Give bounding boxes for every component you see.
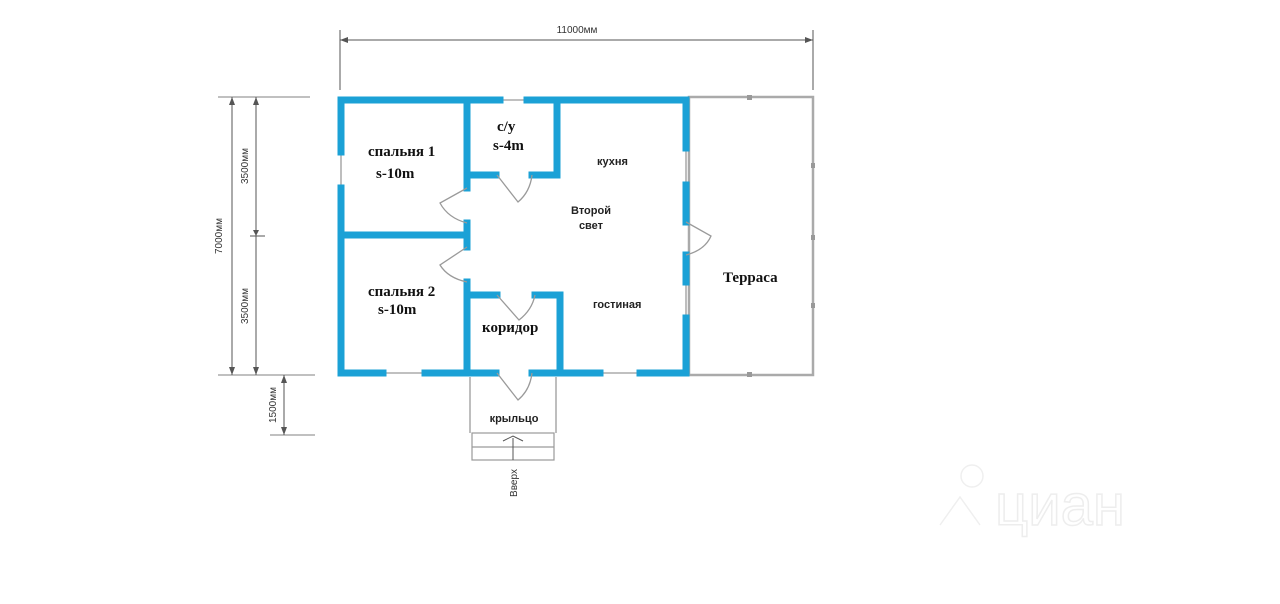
second-light-label-2: свет — [579, 220, 604, 232]
living-room-label: гостиная — [593, 299, 641, 311]
porch-label: крыльцо — [490, 413, 539, 425]
watermark-text: циан — [995, 473, 1125, 538]
kitchen-label: кухня — [597, 156, 628, 168]
corridor-label: коридор — [482, 320, 538, 336]
stairs-up-label: Вверх — [509, 469, 520, 497]
terrace-label: Терраса — [723, 270, 778, 286]
depth-dimensions: 7000мм 3500мм 3500мм 1500мм — [214, 96, 315, 436]
corridor-door — [496, 294, 536, 321]
bedroom2-door — [439, 246, 468, 283]
bathroom-label: с/у — [497, 119, 516, 135]
bedroom1-door — [439, 187, 468, 224]
bedroom1-label: спальня 1 — [368, 144, 435, 160]
porch-depth-label: 1500мм — [268, 387, 279, 423]
total-depth-label: 7000мм — [214, 218, 225, 254]
bottom-half-depth-label: 3500мм — [240, 288, 251, 324]
cian-watermark: циан — [939, 464, 1126, 539]
top-half-depth-label: 3500мм — [240, 148, 251, 184]
doors — [439, 174, 712, 401]
bedroom1-area: s-10m — [376, 166, 415, 182]
terrace-door — [685, 221, 712, 256]
entrance-door — [496, 372, 533, 401]
bedroom2-label: спальня 2 — [368, 284, 435, 300]
porch: Вверх крыльцо — [469, 377, 557, 497]
window-lines — [340, 99, 687, 374]
stairs-arrow-icon — [502, 435, 524, 442]
bathroom-area: s-4m — [493, 138, 524, 154]
bathroom-door — [496, 174, 533, 203]
walls — [337, 96, 690, 377]
terrace-outline — [687, 95, 815, 377]
bedroom2-area: s-10m — [378, 302, 417, 318]
second-light-label-1: Второй — [571, 205, 611, 217]
width-label: 11000мм — [557, 25, 598, 36]
width-dimension: 11000мм — [339, 25, 814, 90]
